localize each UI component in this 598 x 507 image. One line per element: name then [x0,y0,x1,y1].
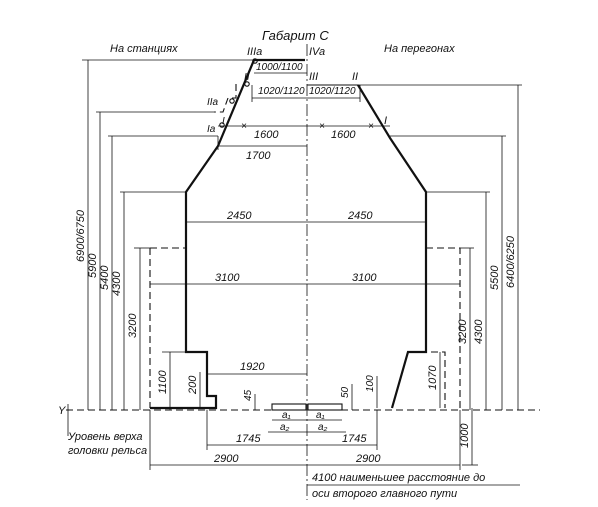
note-track-line1: 4100 наименьшее расстояние до [312,472,485,484]
point-Y: Y [58,405,66,417]
dim-1600-right: 1600 [331,129,356,141]
dim-3100-left: 3100 [215,272,240,284]
dim-1020-1120-right: 1020/1120 [309,86,356,97]
dim-1070: 1070 [427,365,439,390]
dim-45: 45 [243,389,254,401]
dim-1600-left: 1600 [254,129,279,141]
label-at-stations: На станциях [110,43,178,55]
dim-3100-right: 3100 [352,272,377,284]
rail-head-left [271,403,307,411]
point-IIIa: IIIa [247,46,262,58]
dim-5400: 5400 [99,265,111,290]
dim-1000: 1000 [459,423,471,448]
cross-left: × [241,121,247,132]
label-a1-left: a₁ [282,410,291,421]
gauge-outline-right [357,84,428,409]
point-Ia: Ia [207,124,216,135]
dim-6900-6750: 6900/6750 [75,209,87,262]
dim-200: 200 [187,375,199,395]
dim-3200-right: 3200 [457,319,469,344]
marker-Ia [219,122,225,128]
dim-1100: 1100 [157,369,169,394]
point-I-right: I [384,115,387,127]
note-rail-line2: головки рельса [68,445,147,457]
dim-6400-6250: 6400/6250 [505,235,517,288]
dim-1745-right: 1745 [342,433,367,445]
rail-head-right [307,403,343,411]
dashed-outline-left-top [214,84,237,113]
label-a1-right: a₁ [316,410,325,421]
dim-5500: 5500 [489,265,501,290]
cross-right: × [368,121,374,132]
note-track-line2: оси второго главного пути [312,488,457,500]
dim-2450-right: 2450 [347,210,373,222]
note-rail-line1: Уровень верха [67,431,143,443]
dashed-outline-right-low [431,351,446,408]
point-II-left: II [244,72,250,83]
label-a2-right: a₂ [318,422,328,433]
point-IVa: IVa [309,46,325,58]
point-IIa: IIa [207,97,219,108]
marker-IIIa [252,58,258,64]
diagram-title: Габарит С [262,28,329,43]
dim-3200: 3200 [127,313,139,338]
label-on-hauls: На перегонах [384,43,455,55]
dim-2450-left: 2450 [226,210,252,222]
point-II-right: II [352,71,358,83]
dim-1020-1120-left: 1020/1120 [258,86,305,97]
dim-100: 100 [365,375,376,392]
dim-4300: 4300 [111,271,123,296]
dim-1745-left: 1745 [236,433,261,445]
dim-1700: 1700 [246,150,271,162]
dim-2900-left: 2900 [213,453,239,465]
dim-1920: 1920 [240,361,265,373]
cross-center: × [319,121,325,132]
dim-2900-right: 2900 [355,453,381,465]
dim-4300-right: 4300 [473,319,485,344]
marker-IIa [229,98,235,104]
marker-II [244,81,250,87]
gauge-outline-left [150,58,305,410]
point-I-left: I [222,116,225,127]
point-III: III [309,71,318,83]
label-a2-left: a₂ [280,422,290,433]
dim-1000-1100: 1000/1100 [256,62,303,73]
dim-5900: 5900 [87,253,99,278]
dim-50: 50 [340,386,351,398]
